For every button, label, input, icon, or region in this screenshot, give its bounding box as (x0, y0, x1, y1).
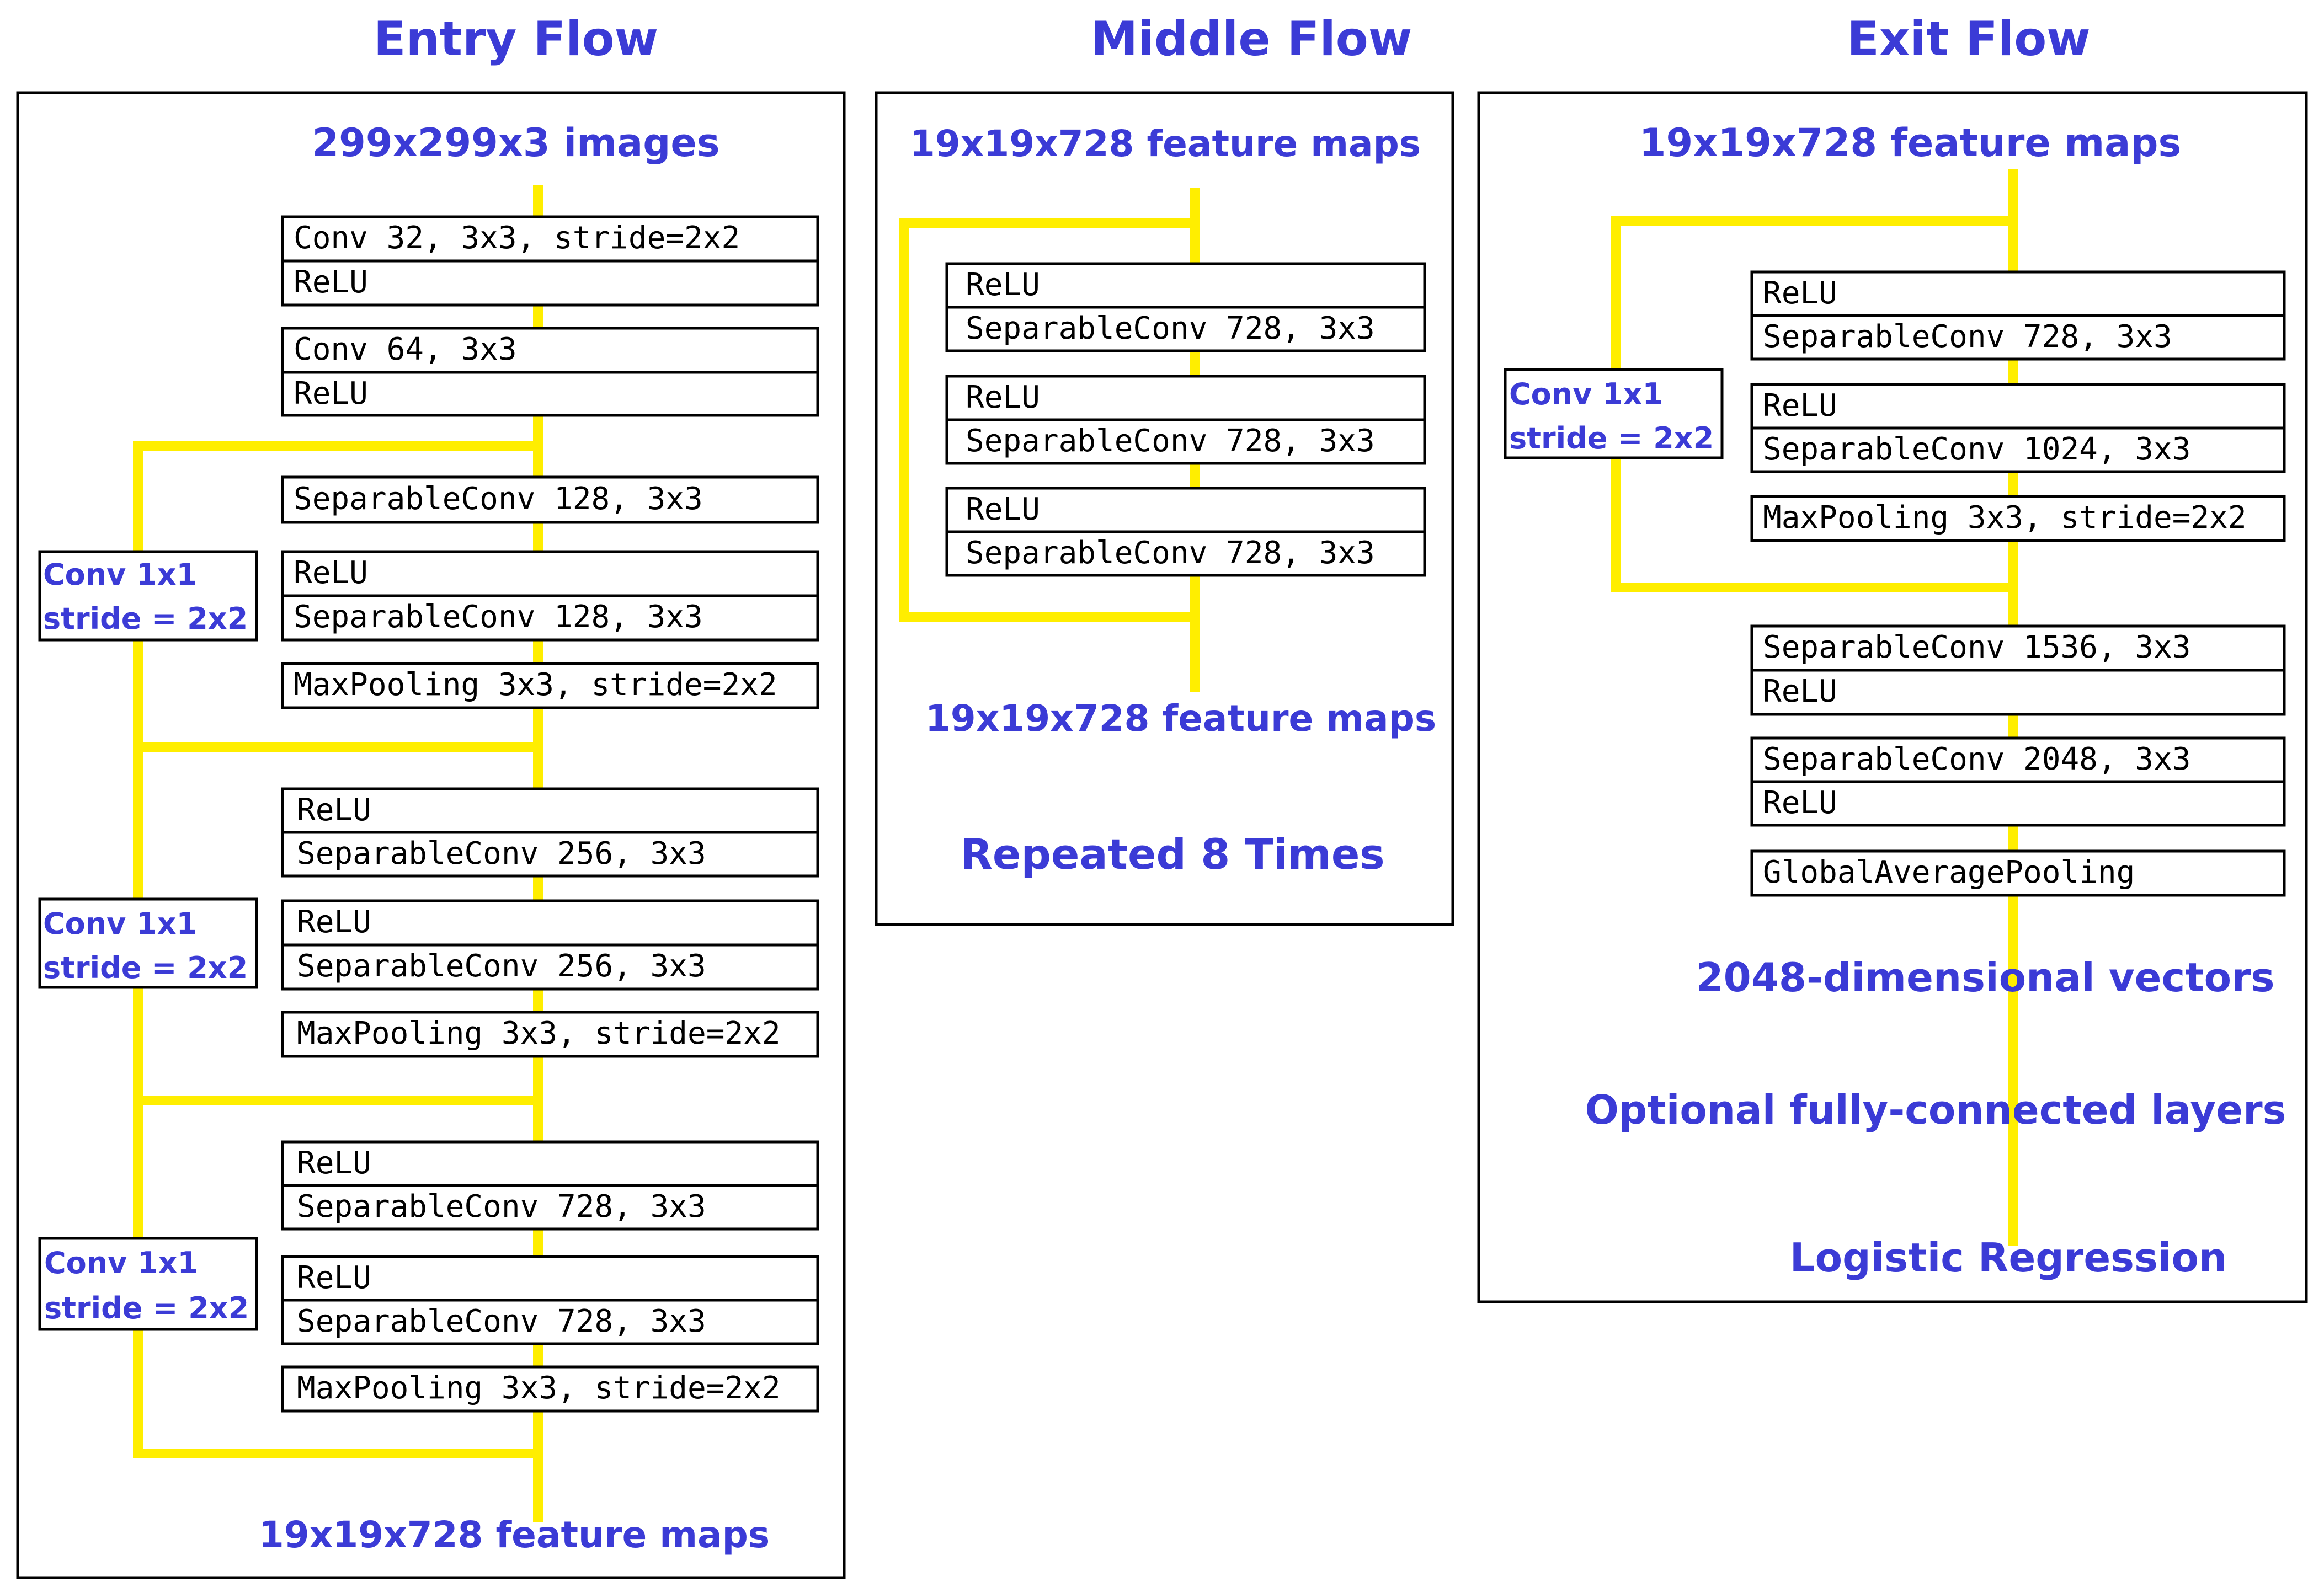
entry-flow-panel (16, 91, 846, 1579)
exit-skip-wire-out (1611, 453, 2018, 592)
exit-sepconv-block-5: SeparableConv 2048, 3x3 ReLU (1750, 736, 2286, 827)
layer-label: SeparableConv 2048, 3x3 (1763, 741, 2190, 777)
entry-skip-conv-3: Conv 1x1 stride = 2x2 (38, 1237, 258, 1331)
exit-sepconv-block-4: SeparableConv 1536, 3x3 ReLU (1750, 624, 2286, 716)
entry-maxpool-block-8: MaxPooling 3x3, stride=2x2 (281, 1011, 819, 1058)
middle-flow-panel (875, 91, 1454, 926)
layer-label: SeparableConv 728, 3x3 (1763, 319, 2172, 355)
entry-skip-conv-1: Conv 1x1 stride = 2x2 (38, 550, 258, 642)
layer-label: ReLU (1763, 785, 1837, 821)
exit-vectors-label: 2048-dimensional vectors (1696, 954, 2275, 1001)
exit-gap-block-6: GlobalAveragePooling (1750, 849, 2286, 897)
layer-label: ReLU (1763, 388, 1837, 424)
skip-stride-label: stride = 2x2 (43, 950, 248, 985)
layer-label: SeparableConv 728, 3x3 (297, 1189, 706, 1225)
entry-maxpool-block-11: MaxPooling 3x3, stride=2x2 (281, 1365, 819, 1413)
layer-label: ReLU (294, 376, 368, 412)
layer-label: SeparableConv 128, 3x3 (294, 481, 703, 517)
layer-label: ReLU (297, 1145, 371, 1181)
layer-label: ReLU (1763, 674, 1837, 709)
entry-input-label: 299x299x3 images (312, 120, 719, 165)
layer-label: ReLU (966, 380, 1040, 415)
entry-output-label: 19x19x728 feature maps (259, 1514, 770, 1556)
layer-label: SeparableConv 128, 3x3 (294, 599, 703, 635)
middle-sepconv-block-3: ReLU SeparableConv 728, 3x3 (945, 487, 1426, 577)
skip-conv-label: Conv 1x1 (43, 557, 197, 592)
middle-repeat-label: Repeated 8 Times (960, 830, 1384, 879)
layer-label: SeparableConv 1024, 3x3 (1763, 431, 2190, 467)
middle-flow-title: Middle Flow (1091, 12, 1412, 67)
entry-maxpool-block-5: MaxPooling 3x3, stride=2x2 (281, 662, 819, 709)
exit-flow-panel (1477, 91, 2308, 1303)
entry-skip-wire-1 (133, 441, 543, 557)
exit-fc-label: Optional fully-connected layers (1585, 1087, 2286, 1133)
skip-stride-label: stride = 2x2 (1509, 421, 1714, 456)
exit-input-label: 19x19x728 feature maps (1639, 120, 2181, 165)
layer-label: Conv 32, 3x3, stride=2x2 (294, 220, 740, 256)
layer-label: MaxPooling 3x3, stride=2x2 (297, 1016, 781, 1051)
layer-label: SeparableConv 728, 3x3 (966, 311, 1375, 346)
skip-stride-label: stride = 2x2 (43, 601, 248, 636)
layer-label: MaxPooling 3x3, stride=2x2 (1763, 500, 2247, 536)
layer-label: SeparableConv 1536, 3x3 (1763, 629, 2190, 665)
layer-label: ReLU (297, 792, 371, 828)
layer-label: SeparableConv 728, 3x3 (966, 535, 1375, 571)
skip-stride-label: stride = 2x2 (44, 1291, 249, 1326)
entry-flow-title: Entry Flow (374, 12, 658, 67)
skip-conv-label: Conv 1x1 (1509, 377, 1663, 412)
layer-label: ReLU (294, 264, 368, 300)
entry-sepconv-block-6: ReLU SeparableConv 256, 3x3 (281, 787, 819, 878)
entry-sepconv-block-4: ReLU SeparableConv 128, 3x3 (281, 550, 819, 642)
layer-label: SeparableConv 728, 3x3 (297, 1303, 706, 1339)
entry-conv-block-1: Conv 32, 3x3, stride=2x2 ReLU (281, 215, 819, 307)
layer-label: SeparableConv 256, 3x3 (297, 836, 706, 872)
layer-label: ReLU (297, 904, 371, 940)
layer-label: ReLU (1763, 275, 1837, 311)
layer-label: GlobalAveragePooling (1763, 854, 2135, 890)
layer-label: ReLU (966, 267, 1040, 303)
entry-sepconv-block-3: SeparableConv 128, 3x3 (281, 475, 819, 524)
entry-skip-conv-2: Conv 1x1 stride = 2x2 (38, 897, 258, 989)
middle-sepconv-block-2: ReLU SeparableConv 728, 3x3 (945, 375, 1426, 465)
exit-flow-title: Exit Flow (1847, 12, 2091, 67)
exit-output-label: Logistic Regression (1790, 1235, 2227, 1281)
exit-skip-conv: Conv 1x1 stride = 2x2 (1504, 368, 1724, 459)
layer-label: ReLU (966, 491, 1040, 527)
entry-sepconv-block-7: ReLU SeparableConv 256, 3x3 (281, 899, 819, 991)
layer-label: ReLU (297, 1260, 371, 1296)
skip-conv-label: Conv 1x1 (43, 906, 197, 941)
middle-sepconv-block-1: ReLU SeparableConv 728, 3x3 (945, 262, 1426, 352)
skip-conv-label: Conv 1x1 (44, 1246, 198, 1280)
layer-label: SeparableConv 728, 3x3 (966, 423, 1375, 459)
entry-sepconv-block-10: ReLU SeparableConv 728, 3x3 (281, 1255, 819, 1345)
entry-skip-wire-3-out (133, 1324, 543, 1458)
exit-sepconv-block-1: ReLU SeparableConv 728, 3x3 (1750, 270, 2286, 361)
layer-label: MaxPooling 3x3, stride=2x2 (297, 1370, 781, 1406)
entry-sepconv-block-9: ReLU SeparableConv 728, 3x3 (281, 1140, 819, 1231)
middle-skip-wire (899, 218, 1200, 622)
middle-input-label: 19x19x728 feature maps (910, 122, 1421, 165)
layer-label: Conv 64, 3x3 (294, 332, 517, 367)
exit-sepconv-block-2: ReLU SeparableConv 1024, 3x3 (1750, 383, 2286, 473)
layer-label: ReLU (294, 555, 368, 591)
layer-label: SeparableConv 256, 3x3 (297, 948, 706, 984)
exit-maxpool-block-3: MaxPooling 3x3, stride=2x2 (1750, 495, 2286, 542)
middle-output-label: 19x19x728 feature maps (925, 697, 1436, 740)
entry-conv-block-2: Conv 64, 3x3 ReLU (281, 327, 819, 417)
layer-label: MaxPooling 3x3, stride=2x2 (294, 667, 777, 703)
exit-skip-wire (1611, 216, 2018, 372)
